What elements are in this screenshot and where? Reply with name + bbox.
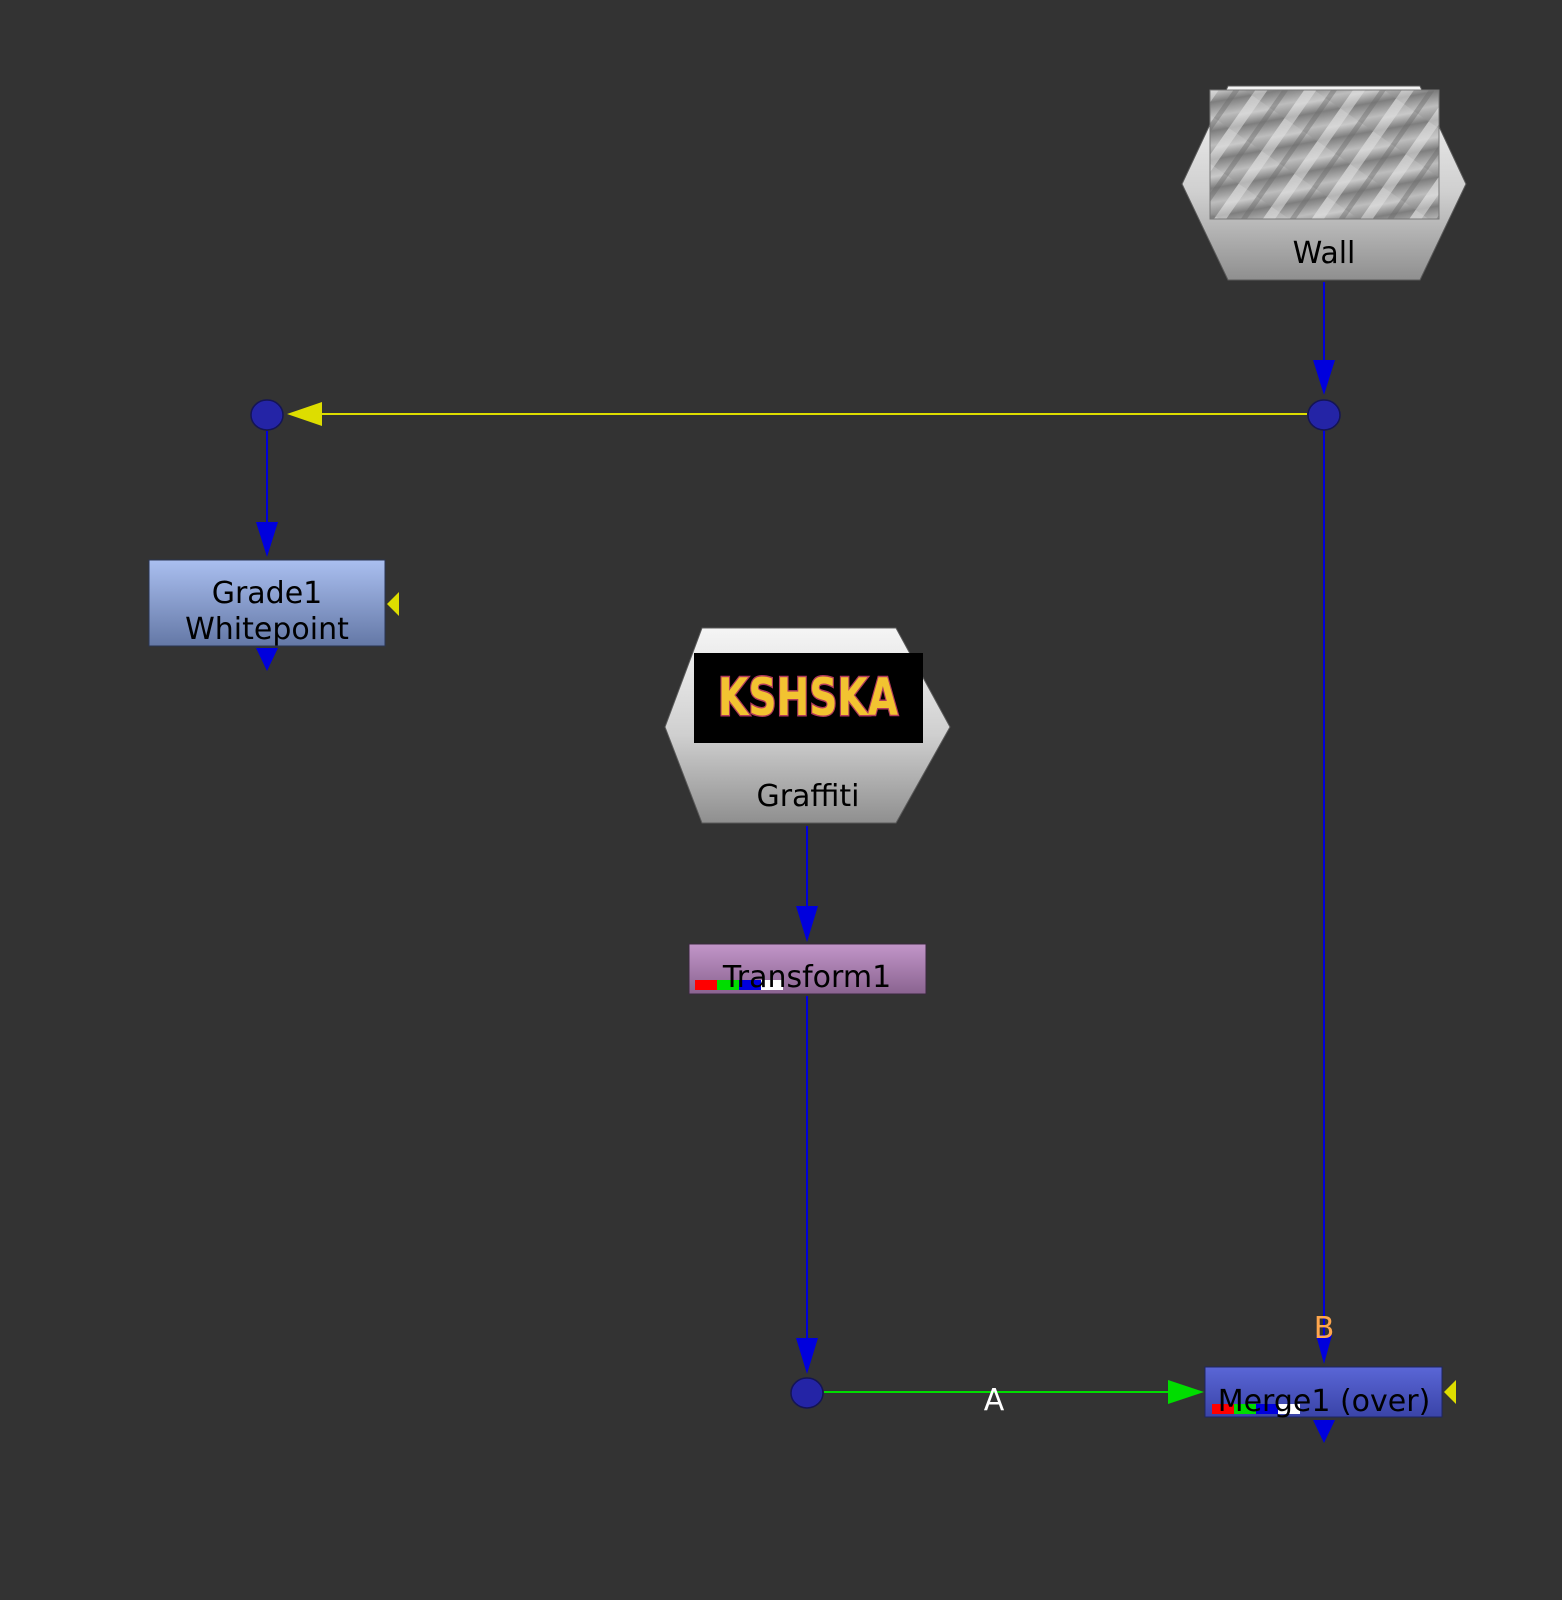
grade1-output-arrow[interactable] bbox=[256, 648, 278, 671]
node-grade1[interactable]: Grade1 Whitepoint bbox=[148, 559, 399, 671]
merge1-channel-indicator bbox=[1212, 1404, 1300, 1414]
pipe-dot-to-merge-b[interactable] bbox=[1316, 424, 1332, 1364]
pipe-wall-to-dot[interactable] bbox=[1313, 282, 1335, 395]
pipe-transform-to-dot[interactable] bbox=[796, 996, 818, 1374]
wall-thumbnail bbox=[1209, 89, 1440, 220]
dot-node-wall-branch[interactable] bbox=[1307, 399, 1341, 431]
merge1-input-b-label: B bbox=[1314, 1311, 1335, 1346]
node-merge1-label: Merge1 (over) bbox=[1218, 1384, 1431, 1419]
node-wall[interactable]: Wall bbox=[1181, 85, 1467, 281]
node-graffiti-label: Graffiti bbox=[756, 779, 859, 814]
node-grade1-label: Grade1 bbox=[212, 576, 323, 611]
pipe-graffiti-to-transform[interactable] bbox=[796, 826, 818, 942]
merge1-output-arrow[interactable] bbox=[1313, 1420, 1335, 1443]
node-transform1-label: Transform1 bbox=[722, 960, 891, 995]
pipe-mask-to-grade-dot[interactable] bbox=[287, 402, 1307, 426]
node-merge1[interactable]: Merge1 (over) bbox=[1204, 1366, 1456, 1443]
node-grade1-mask-label: Whitepoint bbox=[185, 612, 349, 647]
merge1-input-a-label: A bbox=[984, 1383, 1005, 1418]
merge1-mask-input-arrow[interactable] bbox=[1444, 1380, 1456, 1404]
node-graffiti[interactable]: KSHSKA Graffiti bbox=[664, 627, 951, 824]
transform1-channel-indicator bbox=[695, 980, 783, 990]
dot-node-grade-input[interactable] bbox=[250, 399, 284, 431]
dot-node-merge-a[interactable] bbox=[790, 1377, 824, 1409]
pipe-dot-to-grade[interactable] bbox=[256, 431, 278, 557]
pipe-dot-to-merge-a[interactable] bbox=[824, 1380, 1204, 1404]
node-wall-label: Wall bbox=[1293, 236, 1356, 271]
graffiti-thumbnail-text: KSHSKA bbox=[718, 668, 898, 728]
node-transform1[interactable]: Transform1 bbox=[688, 943, 927, 995]
graffiti-thumbnail: KSHSKA bbox=[694, 653, 923, 743]
grade1-mask-input-arrow[interactable] bbox=[387, 592, 399, 616]
